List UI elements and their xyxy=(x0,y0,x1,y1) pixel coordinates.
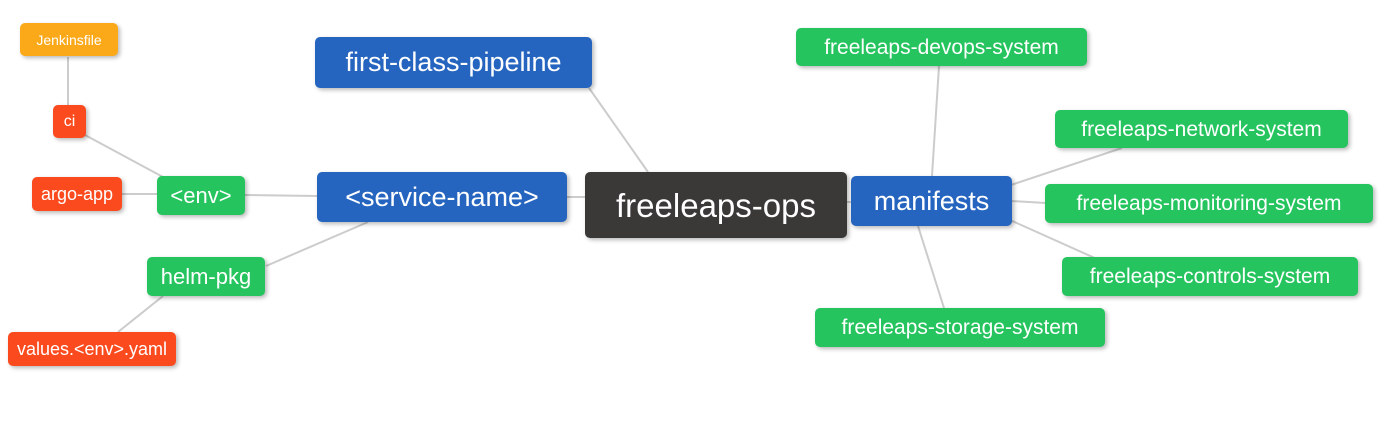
edge-manifests-network xyxy=(1010,147,1123,186)
node-storage-system[interactable]: freeleaps-storage-system xyxy=(815,308,1105,347)
node-jenkinsfile[interactable]: Jenkinsfile xyxy=(20,23,118,56)
edge-manifests-monitoring xyxy=(1010,200,1047,204)
node-env[interactable]: <env> xyxy=(157,176,245,215)
edge-manifests-devops xyxy=(931,65,940,177)
edge-pipeline-root xyxy=(588,87,649,173)
node-manifests[interactable]: manifests xyxy=(851,176,1012,226)
edge-values-helm-pkg xyxy=(117,295,164,333)
node-monitoring-system[interactable]: freeleaps-monitoring-system xyxy=(1045,184,1373,223)
node-first-class-pipeline[interactable]: first-class-pipeline xyxy=(315,37,592,88)
node-values-env-yaml[interactable]: values.<env>.yaml xyxy=(8,332,176,366)
node-network-system[interactable]: freeleaps-network-system xyxy=(1055,110,1348,148)
edge-manifests-storage xyxy=(917,225,945,309)
node-helm-pkg[interactable]: helm-pkg xyxy=(147,257,265,296)
edge-helm-pkg-service-name xyxy=(265,221,369,267)
edge-manifests-controls xyxy=(1009,219,1098,260)
node-service-name[interactable]: <service-name> xyxy=(317,172,567,222)
node-devops-system[interactable]: freeleaps-devops-system xyxy=(796,28,1087,66)
edge-ci-env xyxy=(84,134,164,178)
edge-env-service-name xyxy=(244,194,318,197)
node-freeleaps-ops[interactable]: freeleaps-ops xyxy=(585,172,847,238)
node-controls-system[interactable]: freeleaps-controls-system xyxy=(1062,257,1358,296)
node-argo-app[interactable]: argo-app xyxy=(32,177,122,211)
node-ci[interactable]: ci xyxy=(53,105,86,138)
